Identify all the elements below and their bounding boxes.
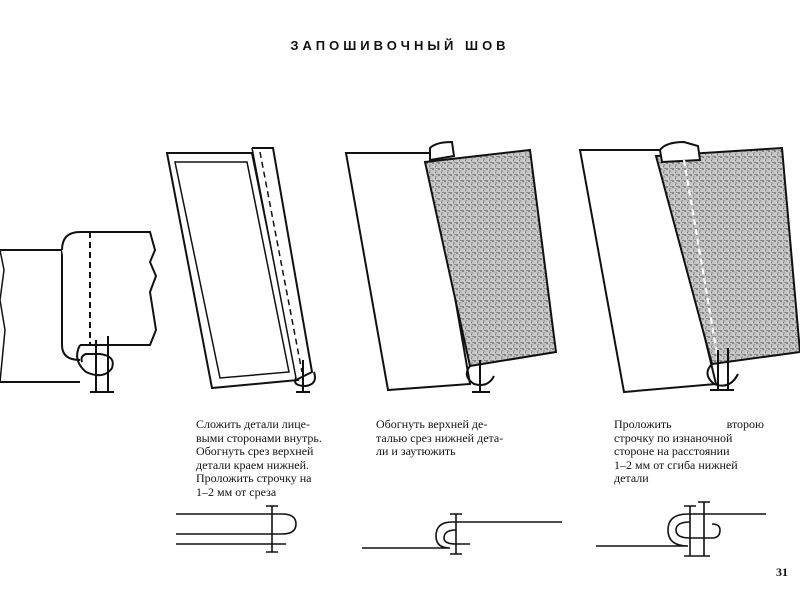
- caption-step-2: Обогнуть верхней де- талью срез нижней д…: [376, 417, 528, 459]
- figure-2-frame: [165, 147, 316, 393]
- caption-line: стороне на расстоянии: [614, 444, 730, 458]
- cross-section-1: [176, 505, 297, 553]
- figure-4-second-stitch: [578, 140, 800, 394]
- caption-line: детали: [614, 471, 649, 485]
- caption-line: талью срез нижней дета-: [376, 430, 504, 445]
- caption-step-3: Проложить второю строчку по изнаночной с…: [614, 417, 764, 486]
- caption-line: Обогнуть верхней де-: [376, 417, 488, 431]
- caption-line: 1–2 мм от сгиба нижней: [614, 457, 738, 472]
- caption-line: Проложить строчку на: [196, 471, 312, 485]
- cross-section-3: [596, 501, 766, 557]
- caption-line: Сложить детали лице-: [196, 417, 310, 431]
- caption-line: Обогнуть срез верхней: [196, 444, 314, 458]
- caption-line: выми сторонами внутрь.: [196, 430, 322, 445]
- page-title: ЗАПОШИВОЧНЫЙ ШОВ: [290, 38, 510, 53]
- caption-line: 1–2 мм от среза: [196, 484, 277, 499]
- page-number: 31: [776, 565, 788, 579]
- figure-1-fold: [0, 231, 158, 393]
- caption-step-1: Сложить детали лице- выми сторонами внут…: [196, 417, 346, 499]
- caption-line: Проложить второю: [614, 417, 764, 431]
- caption-line: строчку по изнаночной: [614, 430, 733, 445]
- caption-line: ли и заутюжить: [376, 444, 456, 458]
- caption-line: детали краем нижней.: [196, 457, 310, 472]
- figure-3-wrap: [344, 140, 558, 393]
- cross-section-2: [362, 513, 562, 555]
